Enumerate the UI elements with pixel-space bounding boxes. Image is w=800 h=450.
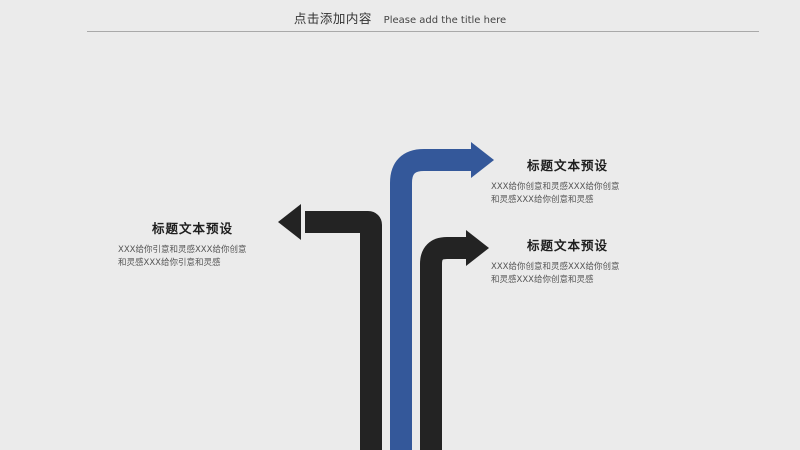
text-block-bottom-right: 标题文本预设 XXX给你创意和灵感XXX给你创意 和灵感XXX给你创意和灵感: [491, 235, 676, 287]
right-arrowhead: [466, 230, 489, 266]
block-body: XXX给你引意和灵感XXX给你创意 和灵感XXX给你引意和灵感: [118, 244, 278, 270]
text-block-left: 标题文本预设 XXX给你引意和灵感XXX给你创意 和灵感XXX给你引意和灵感: [118, 218, 278, 270]
slide-subtitle: Please add the title here: [383, 15, 507, 26]
header-divider: [87, 31, 759, 32]
block-body: XXX给你创意和灵感XXX给你创意 和灵感XXX给你创意和灵感: [491, 181, 676, 207]
blue-arrowhead: [471, 142, 494, 178]
left-arrowhead: [278, 204, 301, 240]
slide-title: 点击添加内容: [293, 11, 372, 26]
blue-arrow-shaft: [390, 149, 473, 450]
block-body-line: XXX给你引意和灵感XXX给你创意: [118, 245, 247, 255]
left-arrow-shaft: [305, 211, 382, 450]
block-body-line: 和灵感XXX给你引意和灵感: [118, 258, 221, 268]
right-arrow-shaft: [420, 237, 468, 450]
text-block-top-right: 标题文本预设 XXX给你创意和灵感XXX给你创意 和灵感XXX给你创意和灵感: [491, 155, 676, 207]
block-body-line: 和灵感XXX给你创意和灵感: [491, 275, 594, 285]
block-body-line: 和灵感XXX给你创意和灵感: [491, 195, 594, 205]
blue-arrow: [390, 142, 494, 450]
block-title: 标题文本预设: [527, 158, 609, 173]
block-body-line: XXX给你创意和灵感XXX给你创意: [491, 182, 620, 192]
block-title: 标题文本预设: [152, 221, 234, 236]
block-body-line: XXX给你创意和灵感XXX给你创意: [491, 262, 620, 272]
slide-header: 点击添加内容 Please add the title here: [0, 8, 800, 27]
block-body: XXX给你创意和灵感XXX给你创意 和灵感XXX给你创意和灵感: [491, 261, 676, 287]
left-arrow: [278, 204, 382, 450]
block-title: 标题文本预设: [527, 238, 609, 253]
right-dark-arrow: [420, 230, 489, 450]
